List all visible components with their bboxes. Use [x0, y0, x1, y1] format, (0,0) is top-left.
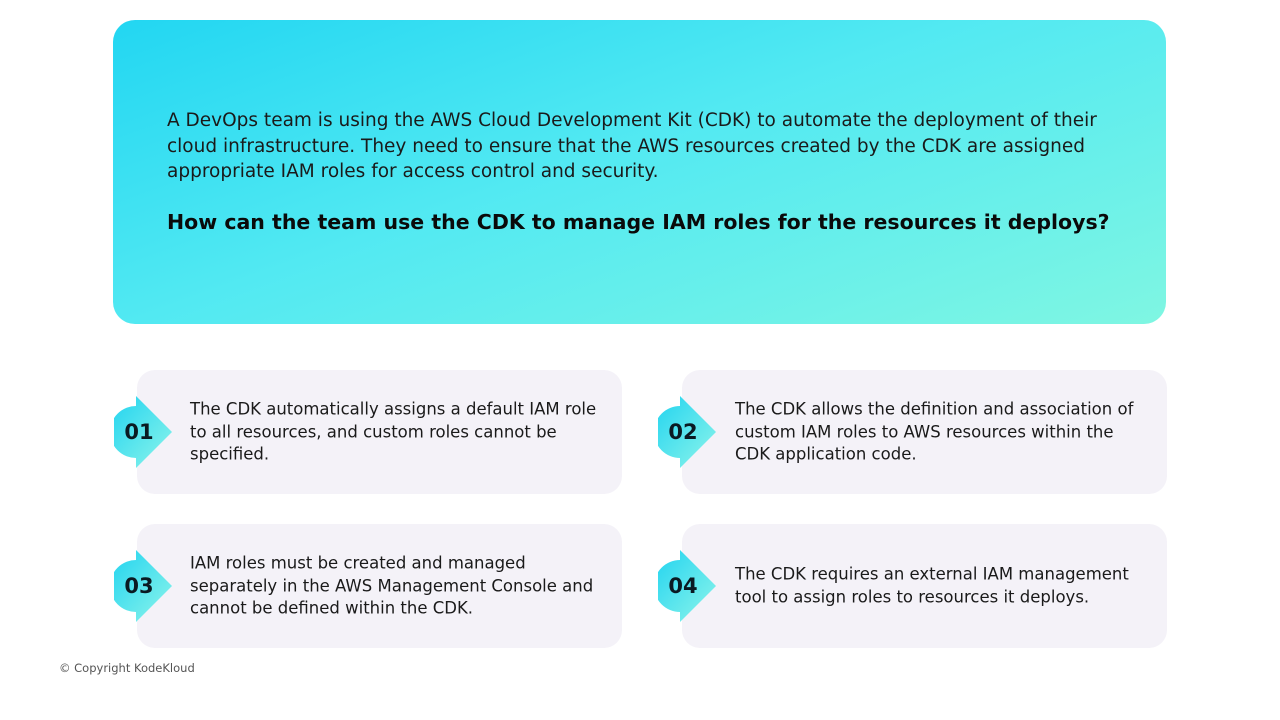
option-text: The CDK requires an external IAM managem…: [735, 564, 1129, 607]
option-text: The CDK allows the definition and associ…: [735, 399, 1134, 464]
arrow-badge-icon: [654, 396, 716, 468]
option-badge-01: 01: [110, 394, 174, 470]
option-number: 03: [124, 574, 154, 598]
arrow-badge-icon: [654, 550, 716, 622]
option-number: 02: [668, 420, 698, 444]
option-badge-03: 03: [110, 548, 174, 624]
arrow-badge-icon: [110, 396, 172, 468]
option-text: The CDK automatically assigns a default …: [190, 399, 597, 464]
arrow-badge-icon: [110, 550, 172, 622]
option-card-04[interactable]: The CDK requires an external IAM managem…: [682, 524, 1167, 648]
option-card-03[interactable]: IAM roles must be created and managed se…: [137, 524, 622, 648]
copyright-footer: © Copyright KodeKloud: [59, 661, 195, 675]
question-panel: A DevOps team is using the AWS Cloud Dev…: [113, 20, 1166, 324]
option-text: IAM roles must be created and managed se…: [190, 553, 594, 618]
option-card-01[interactable]: The CDK automatically assigns a default …: [137, 370, 622, 494]
option-number: 04: [668, 574, 698, 598]
question-title: How can the team use the CDK to manage I…: [167, 210, 1110, 234]
option-card-02[interactable]: The CDK allows the definition and associ…: [682, 370, 1167, 494]
option-number: 01: [124, 420, 154, 444]
option-badge-02: 02: [654, 394, 718, 470]
question-text: A DevOps team is using the AWS Cloud Dev…: [167, 110, 1097, 182]
option-badge-04: 04: [654, 548, 718, 624]
